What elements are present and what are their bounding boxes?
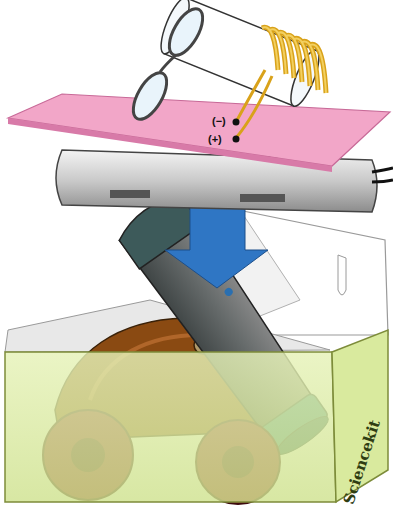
holder-slot <box>110 190 150 198</box>
board-edge <box>8 118 332 172</box>
box-front <box>5 352 336 502</box>
lens-bridge <box>160 55 176 72</box>
holder-wires <box>372 168 393 182</box>
down-arrow <box>165 200 268 288</box>
holder-slot <box>240 194 285 202</box>
terminal-label: (+) <box>208 133 222 145</box>
coil-wire <box>236 76 272 138</box>
lens <box>163 3 210 60</box>
terminal <box>233 136 240 143</box>
wire-coil <box>262 27 326 93</box>
box-slot <box>338 255 346 295</box>
terminal-label: (−) <box>212 115 226 127</box>
coil-shine <box>262 27 326 93</box>
lens <box>127 67 174 124</box>
rivet <box>223 286 234 297</box>
coil-turns <box>262 27 326 93</box>
terminal <box>233 119 240 126</box>
coil-wire <box>236 70 265 122</box>
